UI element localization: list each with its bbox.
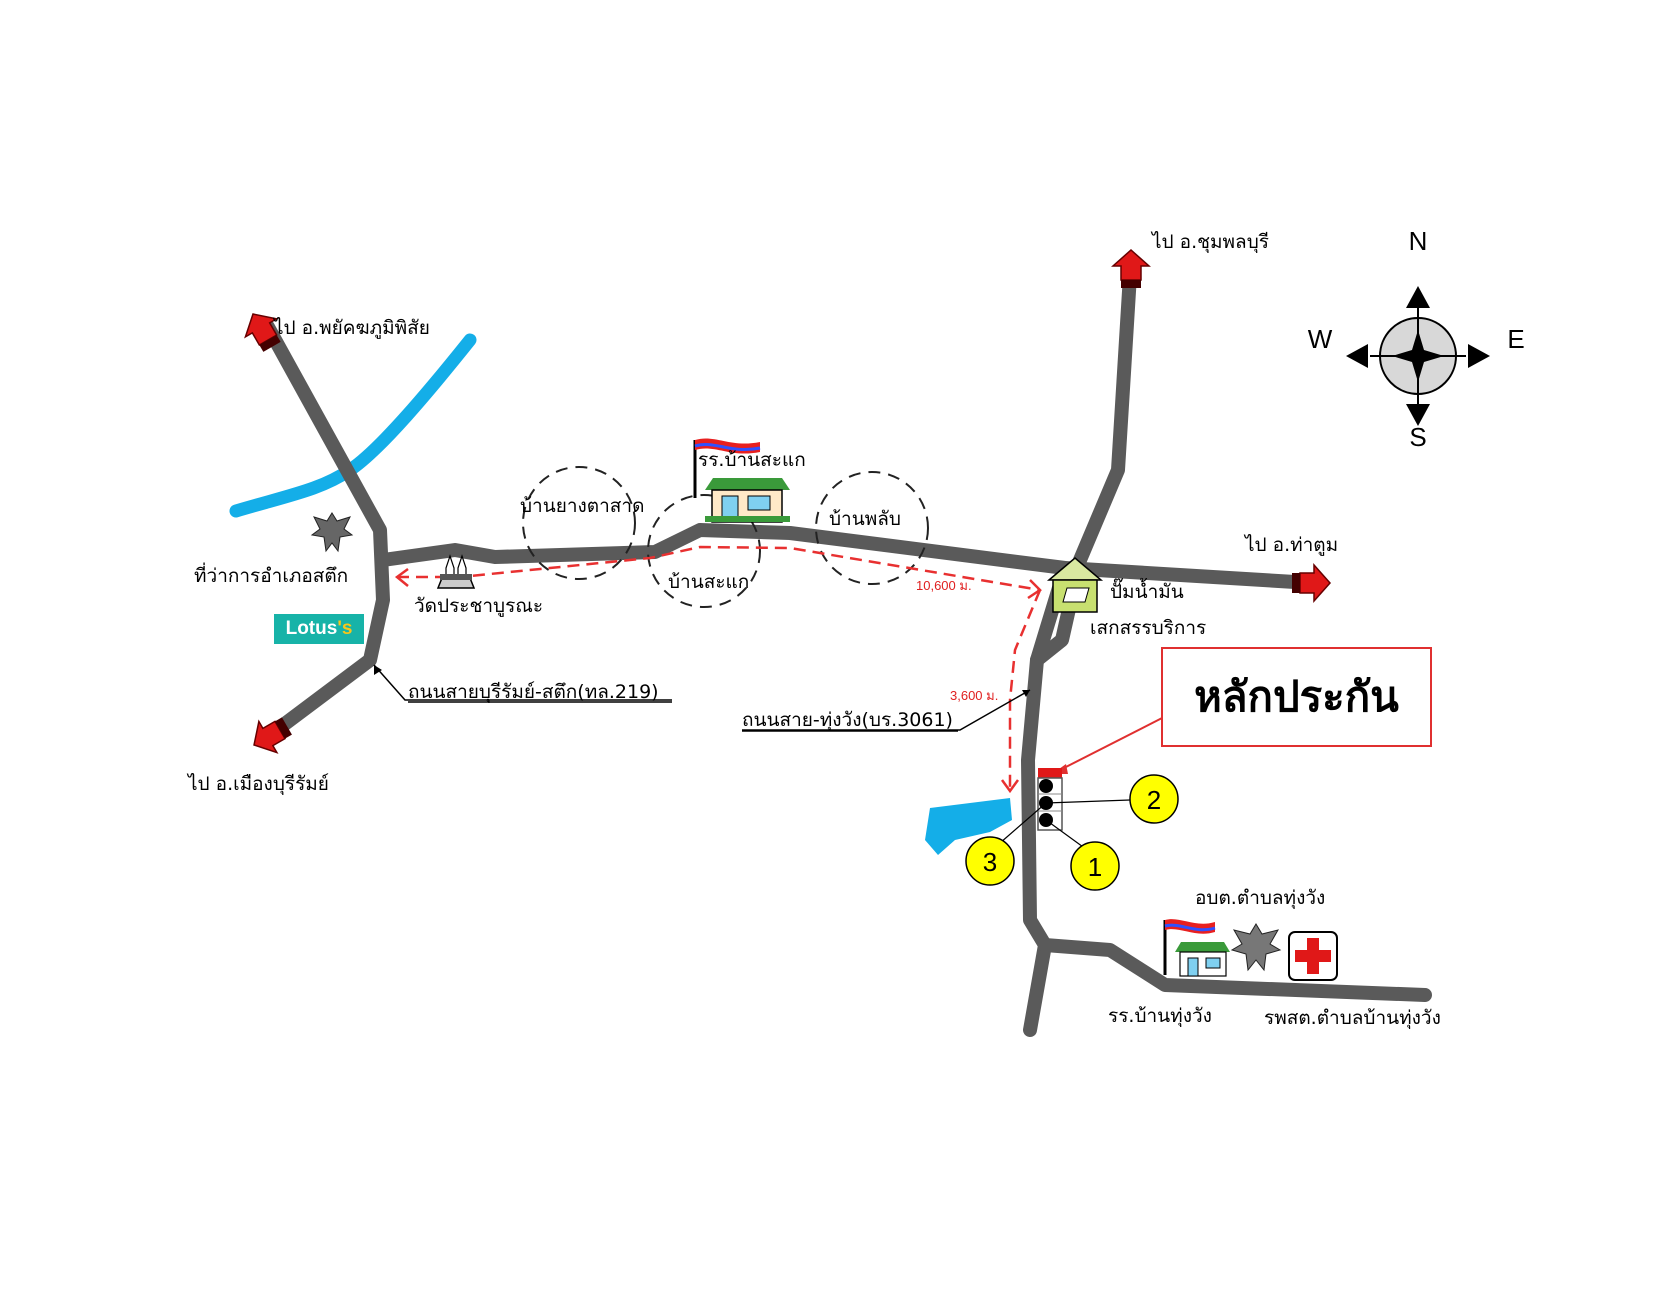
label-district-office: ที่ว่าการอำเภอสตึก bbox=[194, 562, 348, 587]
road-north bbox=[1030, 268, 1137, 667]
label-road-219: ถนนสายบุรีรัมย์-สตึก(ทล.219) bbox=[408, 681, 659, 704]
arrow-to-chumphon-buri bbox=[1112, 249, 1150, 289]
label-to-chumphon-buri: ไป อ.ชุมพลบุรี bbox=[1150, 231, 1269, 254]
label-gas-station: ปั๊มน้ำมัน bbox=[1110, 578, 1184, 603]
label-distance-3600: 3,600 ม. bbox=[950, 688, 998, 703]
marker-1: 1 bbox=[1070, 841, 1120, 891]
label-ban-phlap: บ้านพลับ bbox=[829, 508, 901, 530]
label-gas-station-sub: เสกสรรบริการ bbox=[1090, 617, 1206, 639]
label-ban-yang-ta-sat: บ้านยางตาสาด bbox=[520, 495, 644, 517]
compass-e: E bbox=[1507, 324, 1524, 354]
lotus-store-logo: Lotus's bbox=[274, 614, 364, 644]
route-main bbox=[397, 545, 1041, 592]
road-east-west bbox=[376, 523, 1302, 589]
lotus-name: Lotus bbox=[285, 618, 338, 639]
compass-rose bbox=[1346, 286, 1490, 426]
red-cross-icon bbox=[1288, 931, 1338, 981]
road-3061 bbox=[1021, 561, 1072, 1037]
leader-road-3061 bbox=[742, 689, 1031, 731]
marker-3: 3 bbox=[965, 836, 1015, 886]
leader-road-219 bbox=[373, 664, 672, 701]
label-school-sakae: รร.บ้านสะแก bbox=[698, 449, 806, 471]
label-to-tha-tum: ไป อ.ท่าตูม bbox=[1243, 534, 1338, 556]
label-tambon-admin: อบต.ตำบลทุ่งวัง bbox=[1195, 887, 1325, 910]
marker-2: 2 bbox=[1129, 774, 1179, 824]
garuda-icon bbox=[310, 512, 354, 553]
route-south bbox=[1008, 589, 1042, 790]
label-ban-sakae: บ้านสะแก bbox=[668, 571, 749, 593]
compass-n: N bbox=[1409, 226, 1428, 256]
label-to-phayakkhaphum: ไป อ.พยัคฆภูมิพิสัย bbox=[272, 317, 430, 339]
school-sakae-icon bbox=[693, 438, 790, 523]
compass-w: W bbox=[1308, 324, 1333, 354]
road-219-north bbox=[261, 320, 390, 742]
site-marker bbox=[1037, 768, 1063, 831]
label-to-mueang-buriram: ไป อ.เมืองบุรีรัมย์ bbox=[186, 773, 329, 796]
label-wat: วัดประชาบูรณะ bbox=[414, 595, 543, 617]
pond bbox=[925, 798, 1012, 855]
svg-text:2: 2 bbox=[1147, 785, 1161, 815]
svg-text:3: 3 bbox=[983, 847, 997, 877]
temple-icon bbox=[436, 554, 476, 589]
zone-ban-sakae bbox=[647, 494, 761, 608]
label-road-3061: ถนนสาย-ทุ่งวัง(บร.3061) bbox=[742, 709, 953, 732]
arrow-to-tha-tum bbox=[1291, 564, 1331, 602]
gas-station-icon bbox=[1046, 557, 1104, 613]
garuda-tambon-icon bbox=[1230, 923, 1282, 972]
zone-ban-yang-ta-sat bbox=[522, 466, 636, 580]
svg-text:1: 1 bbox=[1088, 852, 1102, 882]
compass-s: S bbox=[1409, 422, 1426, 452]
callout-text: หลักประกัน bbox=[1194, 672, 1399, 721]
road-thung-wang bbox=[1038, 938, 1432, 1002]
collateral-callout: หลักประกัน bbox=[1161, 647, 1432, 747]
label-school-thung-wang: รร.บ้านทุ่งวัง bbox=[1108, 1005, 1212, 1028]
lotus-suffix: 's bbox=[337, 618, 353, 639]
label-distance-10600: 10,600 ม. bbox=[916, 578, 972, 593]
zone-ban-phlap bbox=[815, 471, 929, 585]
leader-callout bbox=[1059, 715, 1167, 771]
school-thung-wang-icon bbox=[1163, 919, 1230, 977]
label-health-center: รพสต.ตำบลบ้านทุ่งวัง bbox=[1264, 1007, 1441, 1030]
